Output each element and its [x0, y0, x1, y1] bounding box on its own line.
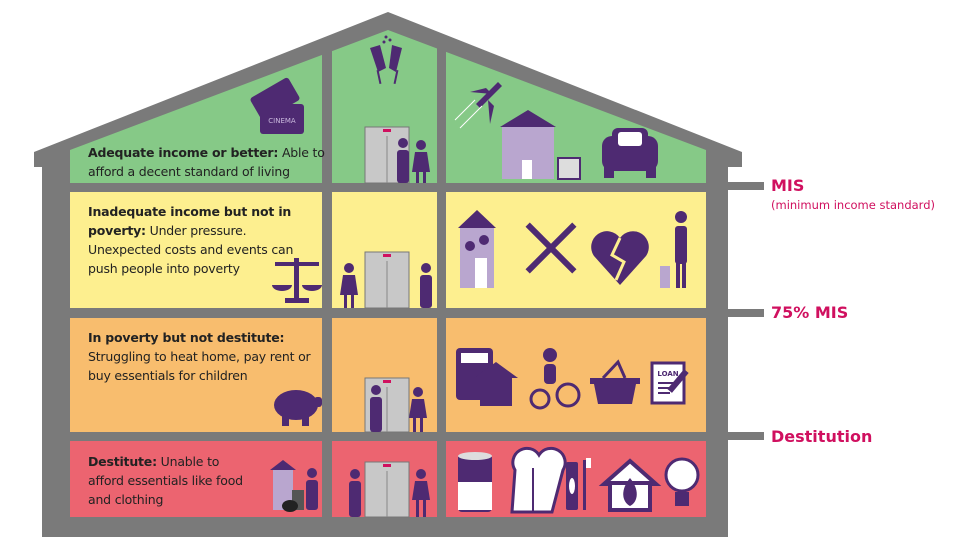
child-bike-icon — [529, 348, 581, 410]
level-inadequate-text: Inadequate income but not in poverty: Un… — [88, 202, 316, 278]
tools-icon — [525, 222, 577, 274]
level-adequate-text: Adequate income or better: Able to affor… — [88, 143, 328, 181]
mis-sub-label: (minimum income standard) — [771, 198, 935, 212]
level-title: Destitute: — [88, 454, 157, 469]
mis75-label: 75% MIS — [771, 303, 849, 322]
people-icon — [349, 469, 430, 517]
mis-tick — [728, 182, 764, 190]
destitution-label: Destitution — [771, 427, 873, 446]
mis75-tick — [728, 309, 764, 317]
heating-icon — [598, 458, 662, 512]
destitution-tick — [728, 432, 764, 440]
loan-icon: LOAN — [650, 361, 689, 405]
divider — [322, 40, 332, 520]
level-orange — [70, 318, 706, 432]
broken-heart-icon — [591, 231, 649, 285]
plane-icon — [470, 82, 502, 124]
cinema-text: CINEMA — [268, 117, 296, 125]
level-title: Adequate income or better: — [88, 145, 279, 160]
car-icon — [602, 128, 658, 178]
divider — [437, 40, 446, 520]
can-icon — [458, 452, 492, 512]
people-icon — [370, 385, 427, 432]
level-title: In poverty but not destitute: — [88, 330, 285, 345]
toothpaste-icon — [566, 458, 591, 510]
injured-person-icon — [660, 211, 687, 288]
lightbulb-icon — [664, 457, 700, 506]
cinema-tickets-icon: CINEMA — [250, 77, 304, 134]
loan-text: LOAN — [657, 370, 678, 378]
level-title: Inadequate income but not in poverty: — [88, 204, 292, 238]
level-desc: Able to afford a decent standard of livi… — [88, 145, 325, 179]
hoodie-icon — [510, 446, 567, 514]
mis-label: MIS — [771, 176, 805, 195]
scales-icon — [272, 258, 322, 303]
level-desc: Unable to afford essentials like food an… — [88, 454, 243, 507]
people-icon — [340, 263, 432, 308]
piggy-bank-icon — [274, 390, 322, 426]
leaking-house-icon — [458, 210, 496, 288]
people-icon — [397, 138, 430, 183]
calculator-house-icon — [456, 348, 518, 406]
level-desc: Under pressure. Unexpected costs and eve… — [88, 223, 294, 276]
house-icon — [500, 110, 581, 180]
speed-lines — [454, 99, 483, 129]
champagne-icon — [370, 35, 402, 85]
basket-icon — [590, 359, 640, 404]
homeless-icon — [270, 460, 318, 512]
level-poverty-text: In poverty but not destitute: Struggling… — [88, 328, 320, 385]
level-desc: Struggling to heat home, pay rent or buy… — [88, 349, 311, 383]
level-destitute-text: Destitute: Unable to afford essentials l… — [88, 452, 248, 509]
